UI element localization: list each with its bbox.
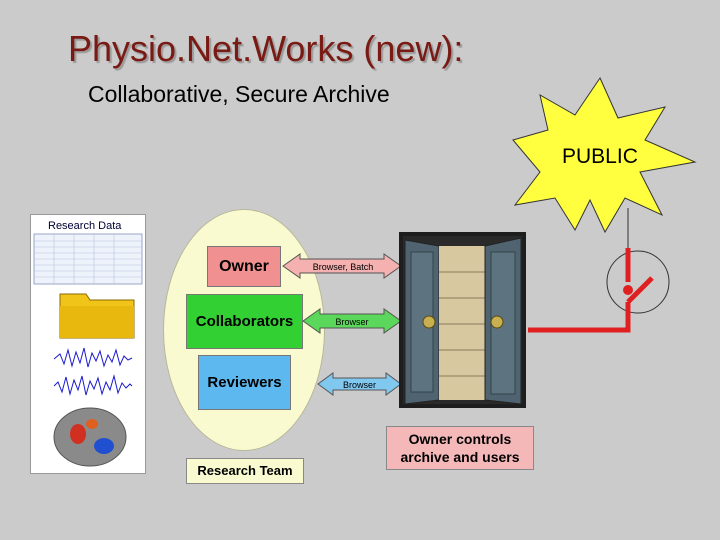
owner-box: Owner [207,246,281,287]
switch-lever [626,276,654,304]
waveform-thumbnail [52,344,134,402]
owner-controls-line1: Owner controls [408,431,512,447]
public-label: PUBLIC [562,145,638,168]
collaborators-box: Collaborators [186,294,303,349]
slide-subtitle: Collaborative, Secure Archive [88,81,390,107]
vault-illustration [403,236,522,405]
research-team-label: Research Team [186,458,304,484]
reviewers-access-label: Browser [342,380,376,390]
slide-title: Physio.Net.Works (new): [68,28,464,69]
research-data-title: Research Data [48,220,122,232]
starburst-shape [512,76,697,234]
owner-controls-line2: archive and users [400,449,520,465]
research-data-thumbnails [33,233,143,468]
switch-wire [528,302,631,333]
switch-ring [606,250,670,314]
folder-thumbnail [59,293,135,339]
collaborators-access-label: Browser [335,317,369,327]
brain-scan-thumbnail [44,406,134,468]
reviewers-box: Reviewers [198,355,291,410]
spreadsheet-thumbnail [33,233,143,285]
owner-access-label: Browser, Batch [312,262,374,272]
switch-contact [623,285,633,295]
owner-controls-box: Owner controls archive and users [386,426,534,470]
